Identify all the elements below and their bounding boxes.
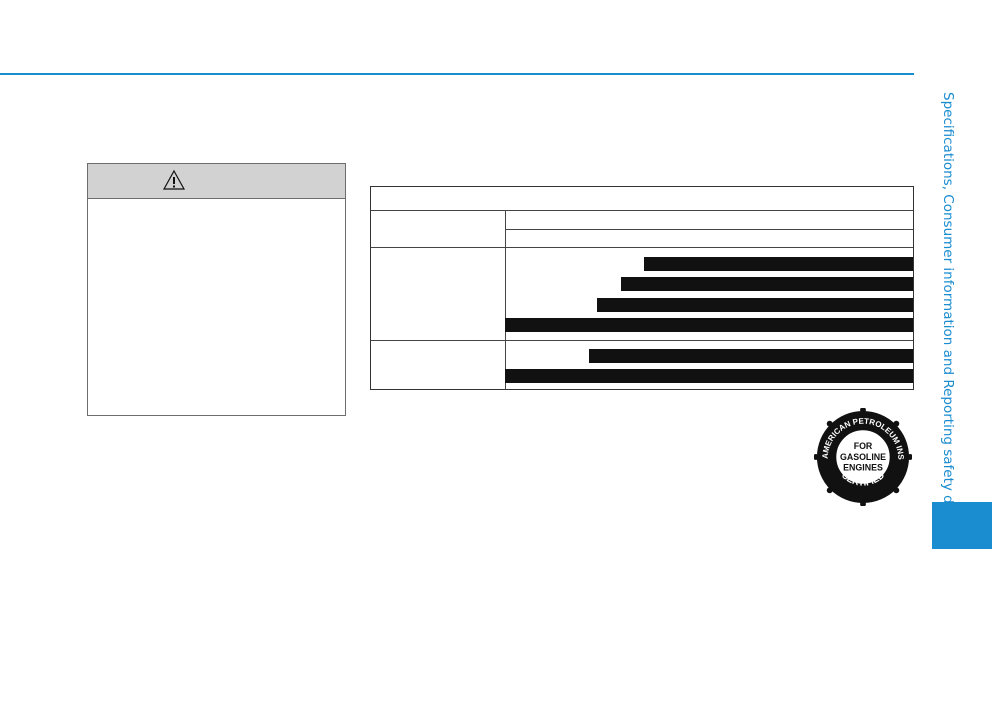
chapter-tab bbox=[932, 502, 992, 549]
table-row-bar bbox=[505, 369, 913, 383]
table-row-bar bbox=[597, 298, 913, 312]
table-row-rule bbox=[371, 247, 913, 248]
seal-line-2: GASOLINE bbox=[840, 452, 886, 462]
table-subrow-rule bbox=[505, 229, 913, 230]
table-header-rule bbox=[371, 210, 913, 211]
seal-line-1: FOR bbox=[854, 441, 873, 451]
seal-ring-bottom: CERTIFIED bbox=[840, 470, 887, 488]
table-row-bar bbox=[589, 349, 913, 363]
seal-line-3: ENGINES bbox=[843, 463, 883, 473]
spec-table bbox=[370, 186, 914, 390]
table-row-bar bbox=[505, 318, 913, 332]
table-row-rule bbox=[371, 340, 913, 341]
header-rule bbox=[0, 73, 914, 75]
table-row-bar bbox=[621, 277, 913, 291]
table-column-divider bbox=[505, 211, 506, 389]
chapter-side-title: Specifications, Consumer information and… bbox=[940, 92, 956, 545]
warning-box bbox=[87, 163, 346, 416]
table-row-bar bbox=[644, 257, 913, 271]
api-certified-seal: AMERICAN PETROLEUM INSTITUTE CERTIFIED F… bbox=[814, 408, 912, 506]
warning-header bbox=[88, 164, 345, 199]
warning-triangle-icon bbox=[162, 169, 186, 190]
